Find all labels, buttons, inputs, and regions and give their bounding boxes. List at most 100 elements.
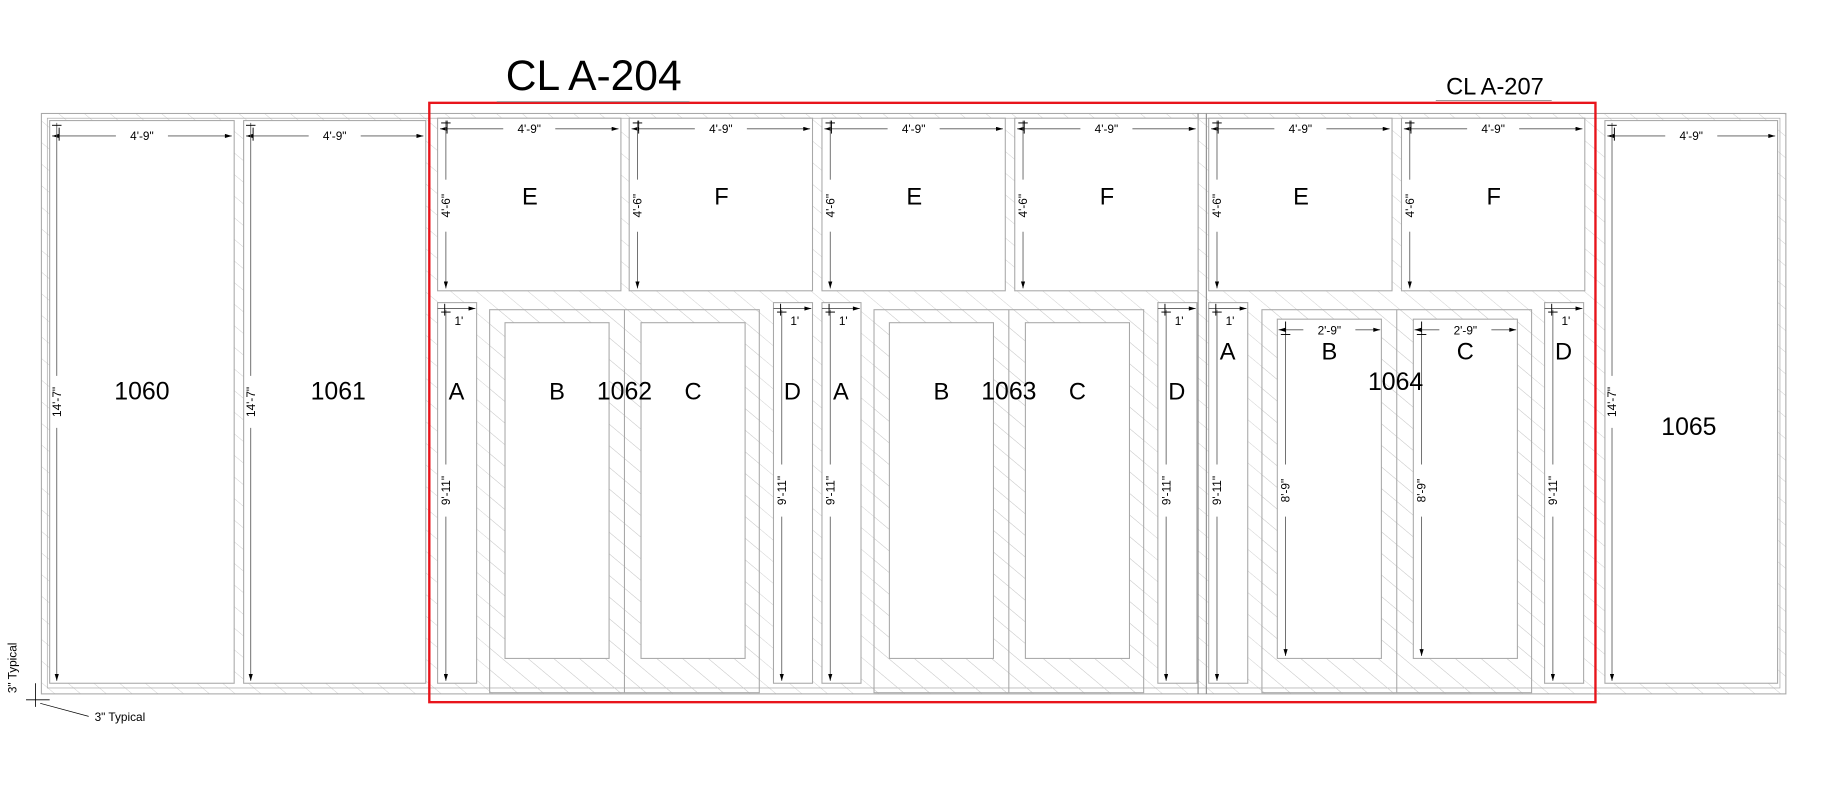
upper-panel-F — [1400, 117, 1586, 292]
panel-c-width-dimension: 2'-9" — [1414, 321, 1517, 338]
panel-label: E — [522, 185, 538, 211]
column-height-dimension: 14'-7" — [1605, 122, 1619, 681]
column-height-dimension: 14'-7" — [244, 122, 258, 681]
panel-d-width-dimension: 1' — [1544, 303, 1583, 328]
panel-c — [640, 322, 746, 659]
panel-label: E — [1293, 185, 1309, 211]
dimension-label: 1' — [1226, 314, 1235, 328]
dimension-label: 4'-6" — [1403, 194, 1417, 218]
dimension-label: 9'-11" — [775, 476, 789, 505]
panel-label: D — [1168, 380, 1185, 406]
panel-label: C — [1069, 380, 1086, 406]
room-number-label: 1063 — [981, 379, 1036, 406]
panel-label: B — [549, 380, 565, 406]
dimension-label: 8'-9" — [1415, 479, 1429, 503]
panel-label: F — [714, 185, 728, 211]
panel-a-width-dimension: 1' — [821, 303, 860, 328]
dimension-label: 1' — [839, 314, 848, 328]
panel-d — [772, 302, 814, 684]
panel-width-dimension: 4'-9" — [1211, 120, 1390, 136]
dimension-label: 4'-9" — [902, 122, 926, 136]
panel-width-dimension: 4'-9" — [439, 120, 619, 136]
panel-width-dimension: 4'-9" — [824, 120, 1003, 136]
dimension-label: 4'-9" — [1679, 129, 1703, 143]
dimension-label: 1' — [790, 314, 799, 328]
upper-panel-F — [628, 117, 814, 292]
column-width-dimension: 4'-9" — [52, 127, 232, 143]
upper-panel-E — [437, 117, 622, 292]
panel-label: F — [1487, 185, 1501, 211]
dimension-label: 2'-9" — [1318, 324, 1342, 338]
panel-label: B — [934, 380, 950, 406]
dimension-label: 4'-9" — [517, 122, 541, 136]
panel-c-height-dimension: 8'-9" — [1415, 332, 1429, 657]
dimension-label: 4'-9" — [1481, 122, 1505, 136]
panel-label: A — [1220, 339, 1236, 365]
column-panel-1061 — [243, 120, 427, 684]
dimension-label: 9'-11" — [1546, 476, 1560, 505]
room-number-label: 1062 — [597, 379, 652, 406]
panel-d — [1544, 302, 1585, 684]
panel-label: C — [685, 380, 702, 406]
panel-a — [1208, 302, 1249, 684]
dimension-label: 1' — [454, 314, 463, 328]
upper-panel-F — [1014, 117, 1199, 292]
typical-note-horizontal: 3" Typical — [95, 710, 146, 724]
dimension-label: 14'-7" — [50, 387, 64, 417]
dimension-label: 14'-7" — [244, 387, 258, 417]
panel-label: A — [449, 380, 465, 406]
room-number-label: 1060 — [114, 379, 169, 406]
dimension-label: 4'-6" — [439, 194, 453, 218]
panel-height-dimension: 4'-6" — [439, 120, 453, 289]
column-width-dimension: 4'-9" — [1607, 127, 1776, 143]
selection-highlight-box — [428, 101, 1597, 704]
panel-label: C — [1457, 339, 1474, 365]
panel-label: D — [784, 380, 801, 406]
section-title-cl-a-204: CL A-204 — [506, 52, 682, 100]
panel-height-dimension: 4'-6" — [631, 120, 645, 289]
column-panel-1065 — [1604, 120, 1779, 684]
dimension-label: 1' — [1175, 314, 1184, 328]
dimension-label: 4'-6" — [1016, 194, 1030, 218]
panel-a — [437, 302, 478, 684]
column-panel-1060 — [49, 120, 235, 684]
panel-a — [821, 302, 862, 684]
dimension-label: 4'-9" — [323, 129, 347, 143]
panel-b-height-dimension: 8'-9" — [1279, 332, 1293, 657]
panel-d-height-dimension: 9'-11" — [1159, 309, 1173, 681]
panel-height-dimension: 4'-6" — [1210, 120, 1224, 289]
panel-height-dimension: 4'-6" — [1016, 120, 1030, 289]
dimension-label: 4'-9" — [130, 129, 154, 143]
upper-panel-E — [1208, 117, 1393, 292]
dimension-label: 14'-7" — [1605, 387, 1619, 417]
dimension-label: 9'-11" — [823, 476, 837, 505]
dimension-label: 2'-9" — [1454, 324, 1478, 338]
panel-c — [1412, 318, 1518, 659]
panel-label: D — [1555, 339, 1572, 365]
dimension-label: 9'-11" — [1159, 476, 1173, 505]
panel-a-width-dimension: 1' — [437, 303, 476, 328]
room-number-label: 1064 — [1368, 369, 1423, 396]
dimension-label: 8'-9" — [1279, 479, 1293, 503]
dimension-label: 4'-9" — [1289, 122, 1313, 136]
panel-label: E — [906, 185, 922, 211]
column-height-dimension: 14'-7" — [50, 122, 64, 681]
panel-b — [504, 322, 610, 659]
dimension-label: 1' — [1561, 314, 1570, 328]
room-number-label: 1065 — [1661, 414, 1716, 441]
dimension-label: 9'-11" — [439, 476, 453, 505]
panel-a-width-dimension: 1' — [1208, 303, 1247, 328]
panel-d — [1157, 302, 1198, 684]
panel-label: B — [1321, 339, 1337, 365]
dimension-label: 4'-6" — [631, 194, 645, 218]
panel-a-height-dimension: 9'-11" — [1210, 309, 1224, 681]
panel-c — [1024, 322, 1131, 659]
panel-width-dimension: 4'-9" — [631, 120, 811, 136]
panel-a-height-dimension: 9'-11" — [439, 309, 453, 681]
dimension-label: 4'-6" — [823, 194, 837, 218]
panel-d-height-dimension: 9'-11" — [1546, 309, 1560, 681]
upper-panel-E — [821, 117, 1006, 292]
dimension-label: 9'-11" — [1210, 476, 1224, 505]
room-number-label: 1061 — [311, 379, 366, 406]
